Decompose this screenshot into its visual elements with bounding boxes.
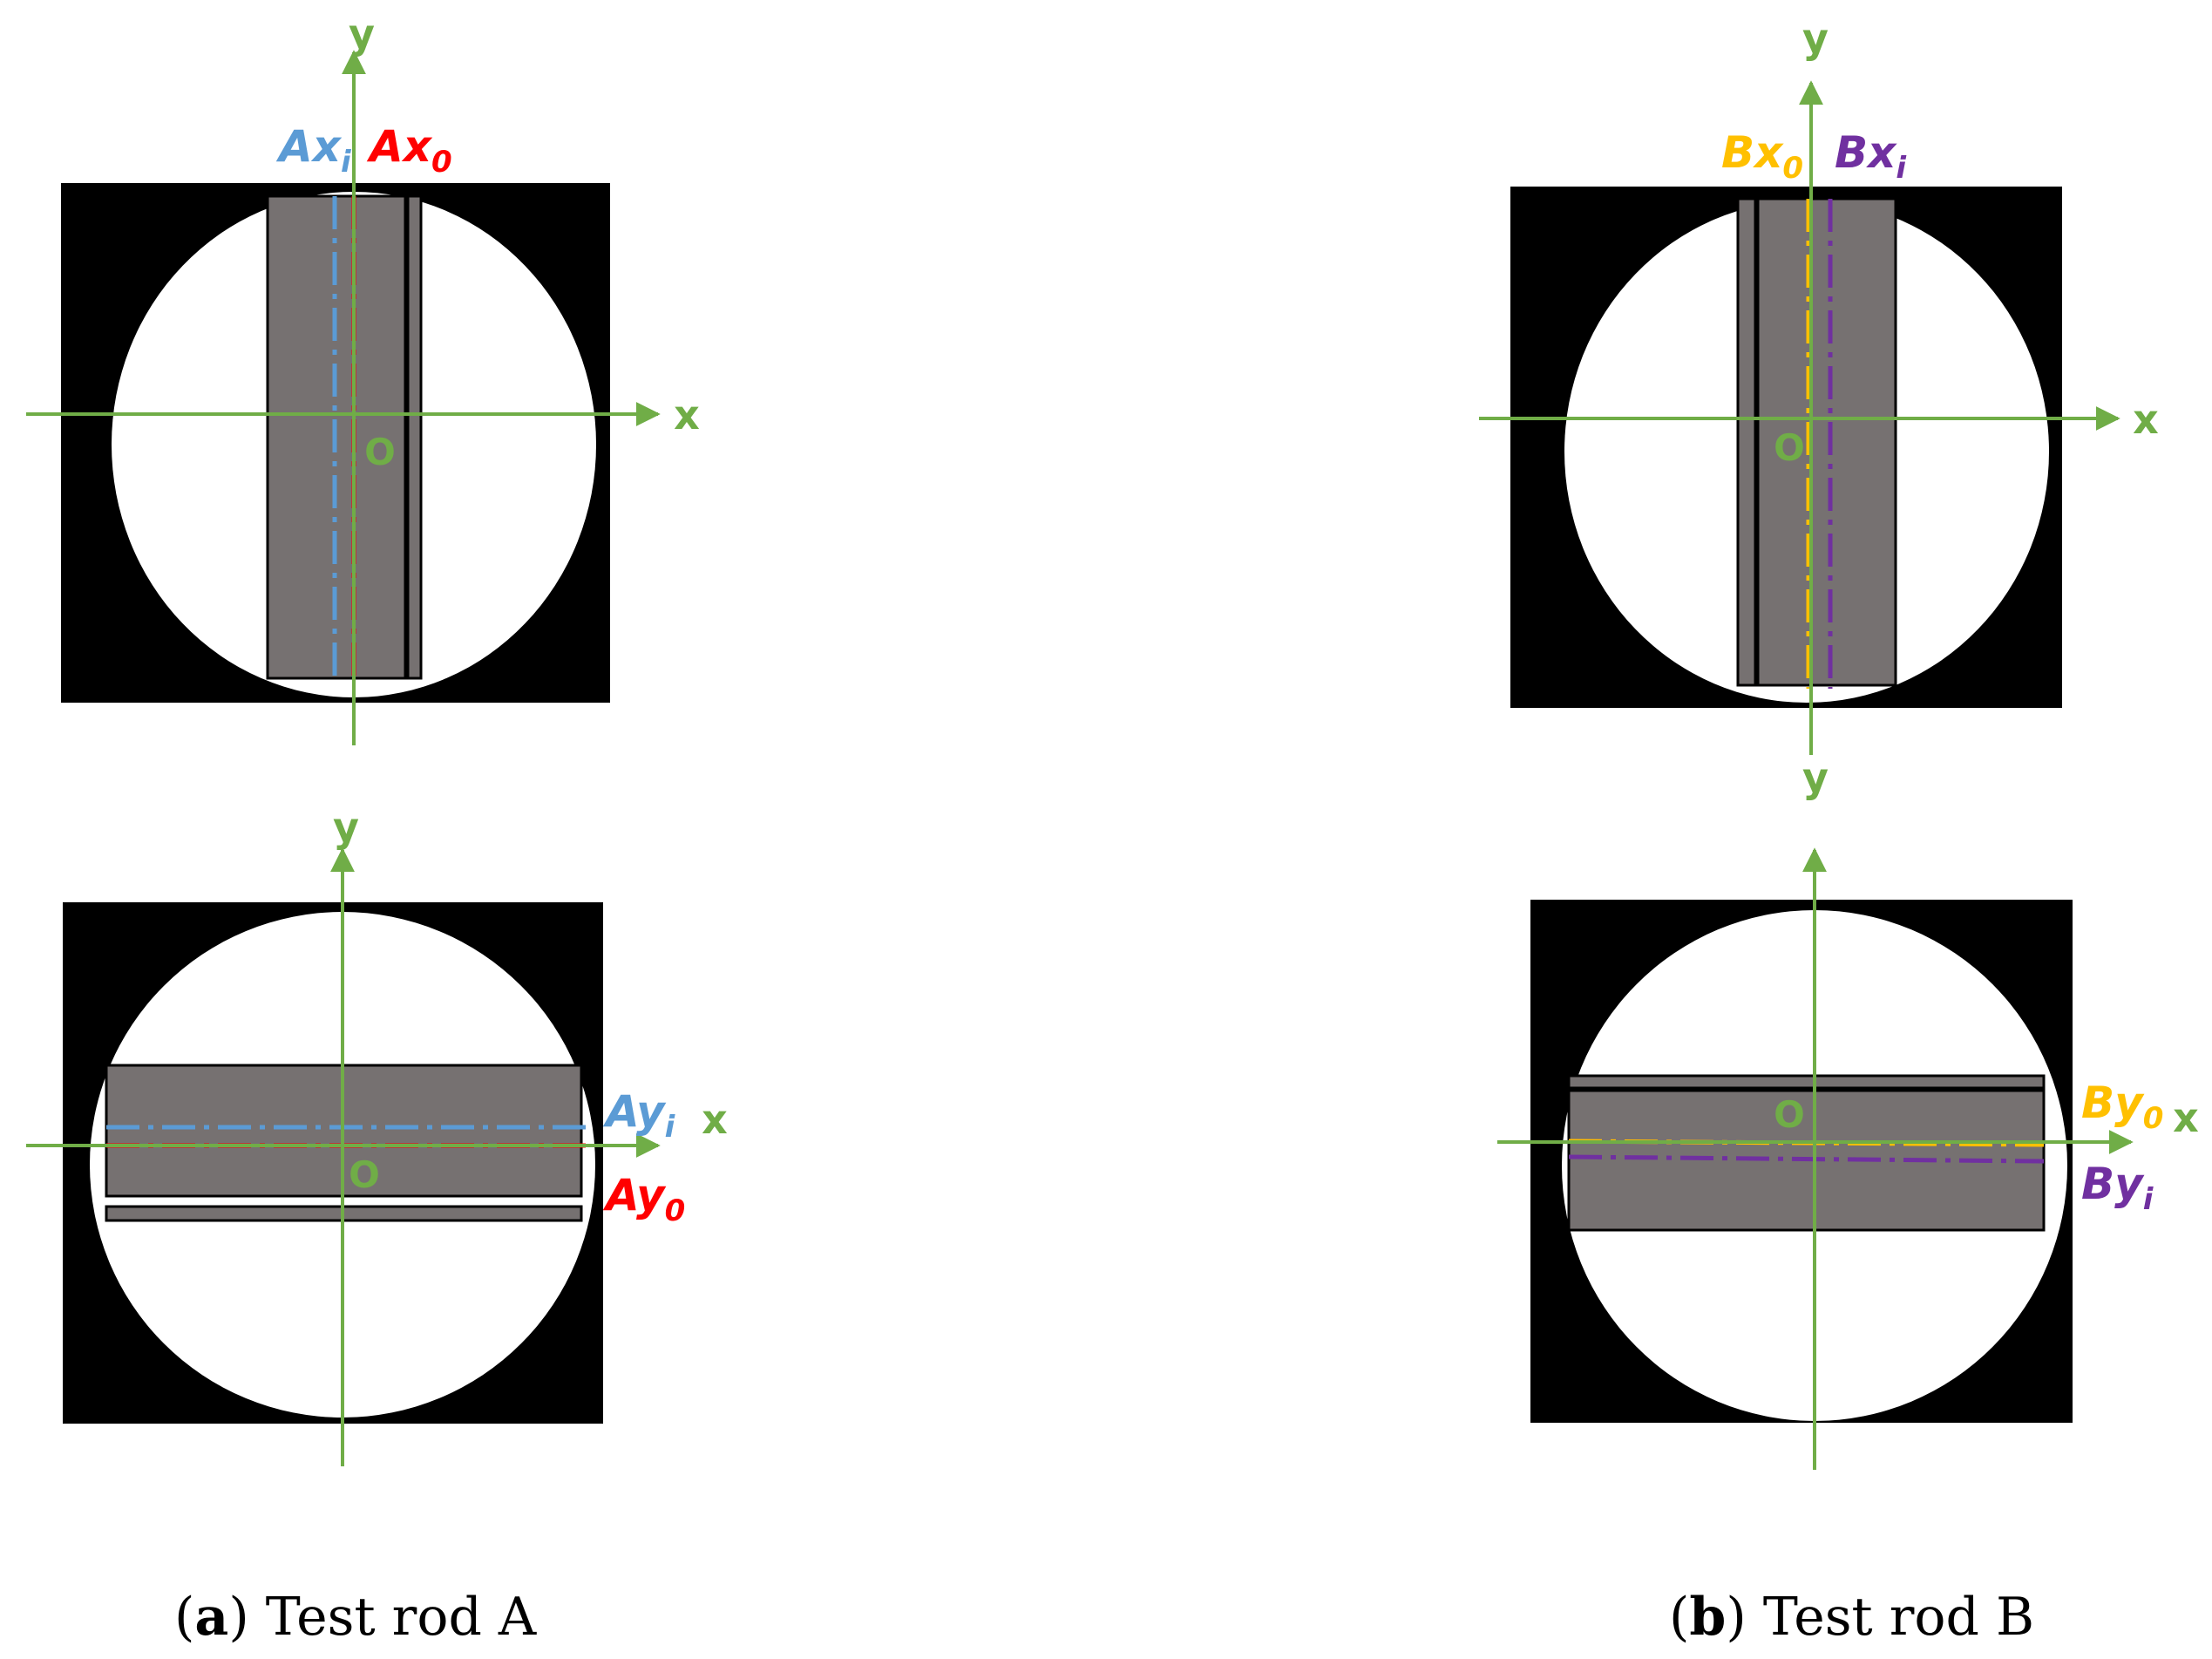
y-axis-label: y xyxy=(333,804,359,851)
origin-label: O xyxy=(1774,1093,1805,1136)
origin-label: O xyxy=(349,1153,380,1196)
y-axis-label: y xyxy=(1802,15,1829,62)
by-i-label: Byi xyxy=(2081,1159,2154,1217)
rod-body xyxy=(1756,197,1897,687)
caption-b: (b) Test rod B xyxy=(1669,1587,2034,1648)
rod-strip xyxy=(1567,1074,2046,1090)
x-axis-label: x xyxy=(702,1096,728,1143)
rod-strip xyxy=(406,194,423,680)
by-0-label: By0 xyxy=(2081,1078,2163,1136)
panel-b-bottom: y x O By0 Byi xyxy=(1497,754,2199,1470)
origin-label: O xyxy=(364,431,396,473)
x-axis-label: x xyxy=(674,391,700,439)
panel-a-top: y x O Axi Ax0 xyxy=(26,10,700,745)
panel-b-top: y x O Bx0 Bxi xyxy=(1479,15,2159,755)
y-axis-label: y xyxy=(349,10,375,58)
x-axis-label: x xyxy=(2173,1094,2199,1141)
ay-0-label: Ay0 xyxy=(602,1170,685,1228)
origin-label: O xyxy=(1774,426,1805,469)
bx-i-label: Bxi xyxy=(1835,127,1907,186)
y-axis-label: y xyxy=(1802,754,1829,801)
by-i-line xyxy=(1568,1154,2045,1164)
rod-strip xyxy=(1736,197,1757,687)
x-axis-label: x xyxy=(2133,396,2159,443)
ax-0-label: Ax0 xyxy=(366,121,452,180)
ay-i-label: Ayi xyxy=(602,1086,676,1145)
panel-a-bottom: y x O Ayi Ay0 xyxy=(26,804,728,1466)
ax-i-label: Axi xyxy=(275,121,352,180)
caption-a: (a) Test rod A xyxy=(174,1587,537,1648)
bx-0-label: Bx0 xyxy=(1721,127,1803,186)
